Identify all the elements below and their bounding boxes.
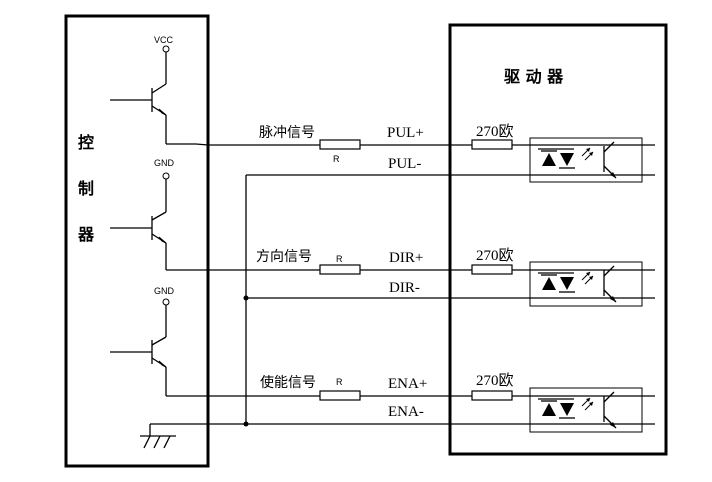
ground-symbol [140,424,176,449]
transistor-2-supply-label: GND [154,158,175,168]
dir-plus-label: DIR+ [389,250,423,266]
enable-signal-label: 使能信号 [260,374,316,391]
ena-minus-label: ENA- [388,404,424,420]
transistor-2-emitter-arrow [158,236,167,244]
transistor-1-emitter-arrow [158,108,167,116]
channel-enable: 使能信号 R ENA+ ENA- 270欧 [150,372,655,425]
transistor-3-supply-terminal [162,298,170,306]
transistor-3-emitter-arrow [158,360,167,368]
driver-box [448,23,668,456]
driver-title: 驱 动 器 [504,67,564,86]
pulse-resistor-label: R [333,154,340,164]
controller-label-char-2: 制 [78,179,94,198]
optocoupler-2 [529,261,643,307]
controller-label-char-3: 器 [77,225,95,244]
direction-resistor-label: R [336,254,343,264]
transistor-2: GND [110,158,175,270]
transistor-1-supply-label: VCC [154,35,174,45]
transistor-1-supply-terminal [162,45,170,53]
controller-box [64,14,210,468]
pulse-resistor [319,139,361,150]
direction-signal-label: 方向信号 [256,249,312,265]
enable-resistor [319,390,361,401]
transistor-3: GND [110,286,175,396]
enable-driver-resistor [471,390,513,401]
transistor-2-supply-terminal [162,172,170,180]
optocoupler-3 [529,387,643,433]
transistor-3-supply-label: GND [154,286,175,296]
pul-minus-label: PUL- [388,156,421,172]
pulse-driver-resistor [471,139,513,150]
dir-minus-label: DIR- [389,280,420,296]
common-return-bus [243,175,249,427]
direction-driver-resistor [471,264,513,275]
direction-resistor [319,264,361,275]
pulse-driver-resistor-label: 270欧 [476,123,514,140]
channel-direction: 方向信号 R DIR+ DIR- 270欧 [166,247,655,299]
pul-plus-label: PUL+ [387,125,424,141]
transistor-1: VCC [110,35,174,144]
junction-dot-1 [243,295,249,301]
channel-pulse: 脉冲信号 R PUL+ PUL- 270欧 [166,123,655,176]
enable-driver-resistor-label: 270欧 [476,372,514,389]
pulse-signal-label: 脉冲信号 [259,125,315,141]
junction-dot-2 [243,421,249,427]
controller-label-char-1: 控 [78,133,94,152]
ena-plus-label: ENA+ [388,376,427,392]
direction-driver-resistor-label: 270欧 [476,247,514,264]
enable-resistor-label: R [336,377,343,387]
